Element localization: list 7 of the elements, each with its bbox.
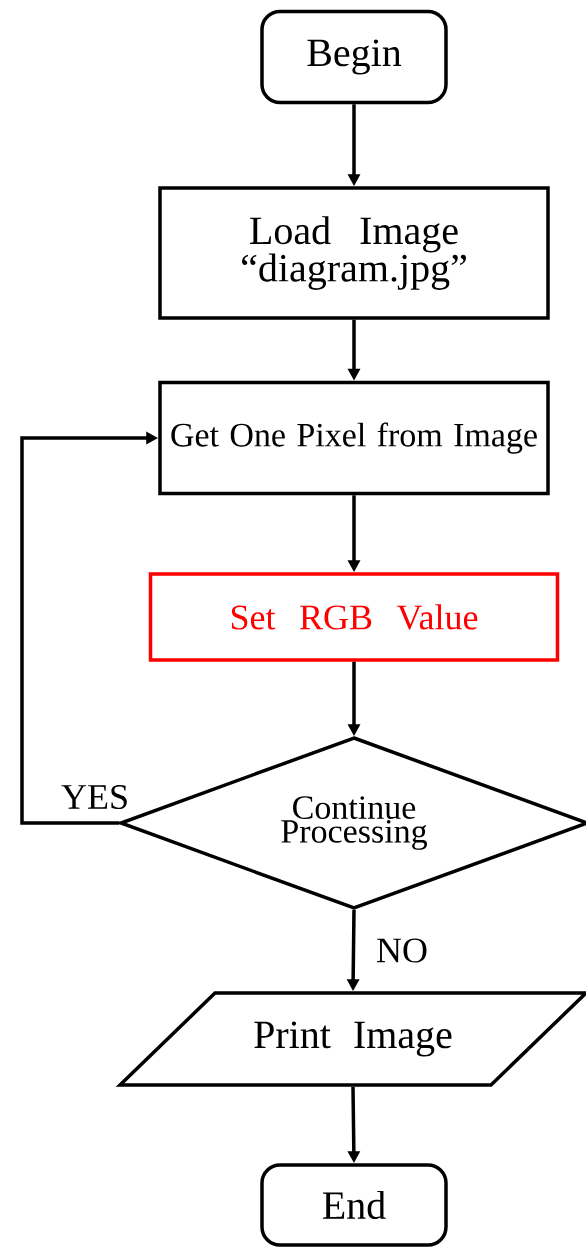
edge-label: NO bbox=[375, 937, 429, 964]
terminal-box: End bbox=[260, 1163, 448, 1247]
process-box: Get One Pixel from Image bbox=[158, 380, 550, 496]
process-box: Set RGB Value bbox=[148, 572, 560, 662]
process-box: Load Image “diagram.jpg” bbox=[158, 186, 550, 320]
edge-label: YES bbox=[60, 783, 130, 811]
terminal-box: Begin bbox=[260, 9, 448, 105]
